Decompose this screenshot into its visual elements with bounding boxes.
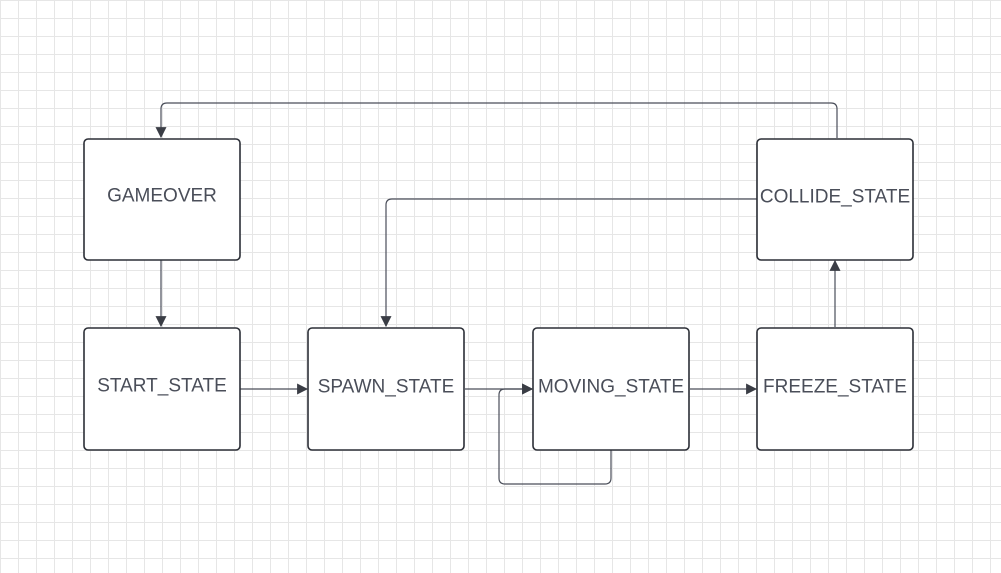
node-box [83, 327, 241, 451]
edges [155, 102, 841, 485]
node-box [83, 138, 241, 261]
node-box [532, 327, 690, 451]
node-moving-state[interactable]: MOVING_STATE [532, 327, 690, 451]
node-label-gameover: GAMEOVER [107, 186, 217, 207]
node-box [307, 327, 465, 451]
node-box [756, 138, 914, 261]
edge-collide-to-gameover[interactable] [155, 102, 838, 139]
node-collide-state[interactable]: COLLIDE_STATE [756, 138, 914, 261]
node-start-state[interactable]: START_STATE [83, 327, 241, 451]
node-label-collide-state: COLLIDE_STATE [760, 187, 910, 208]
node-label-start-state: START_STATE [97, 376, 227, 397]
node-label-spawn-state: SPAWN_STATE [318, 377, 455, 398]
node-label-freeze-state: FREEZE_STATE [763, 377, 907, 398]
edge-collide-to-spawn[interactable] [380, 198, 757, 328]
edge-moving-self-loop[interactable] [498, 383, 612, 485]
node-box [756, 327, 914, 451]
node-gameover[interactable]: GAMEOVER [83, 138, 241, 261]
node-label-moving-state: MOVING_STATE [538, 377, 684, 398]
node-spawn-state[interactable]: SPAWN_STATE [307, 327, 465, 451]
node-freeze-state[interactable]: FREEZE_STATE [756, 327, 914, 451]
